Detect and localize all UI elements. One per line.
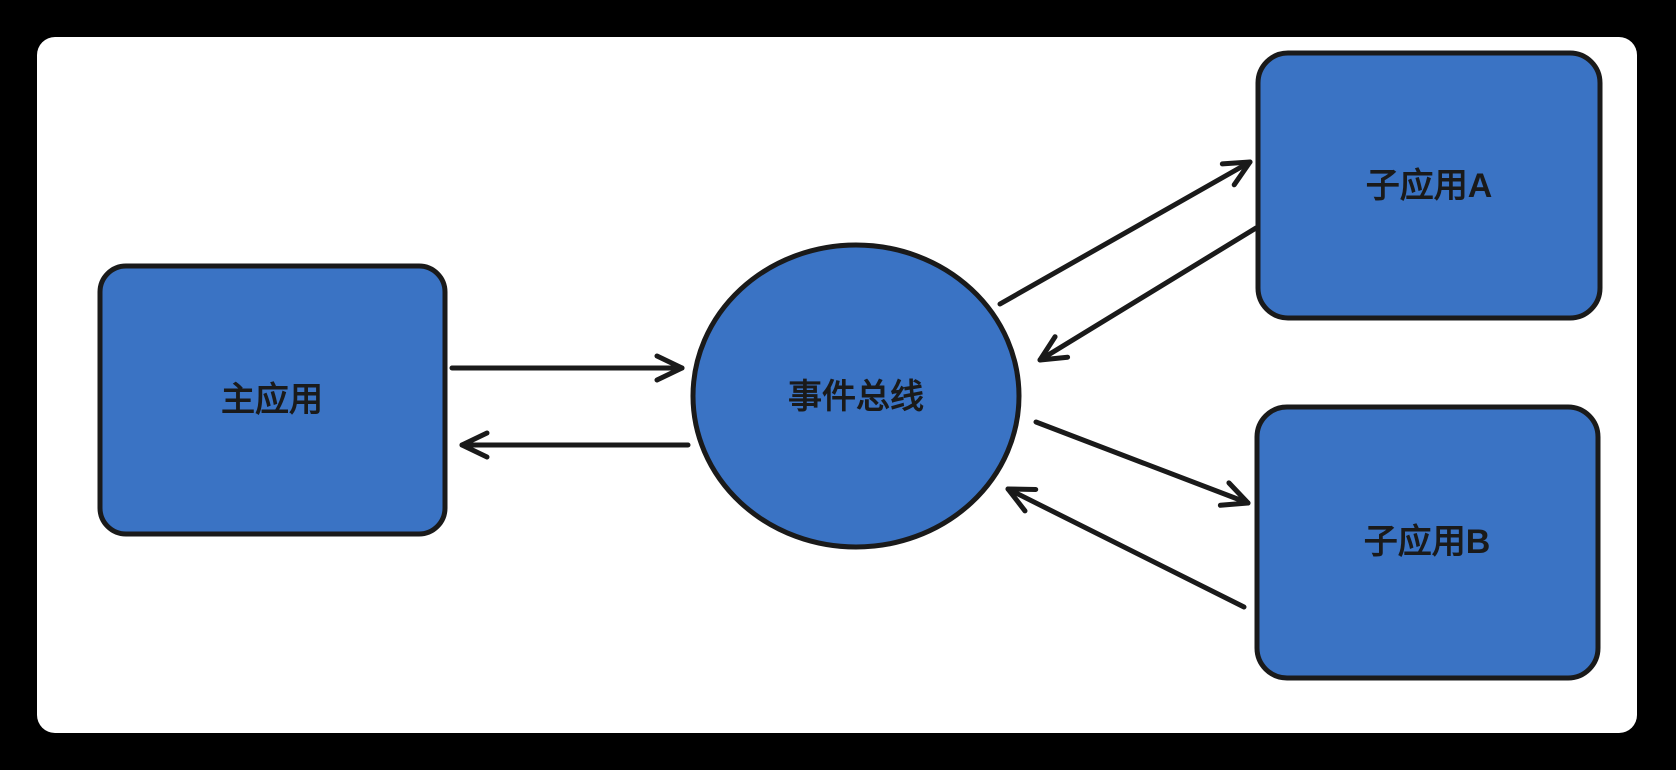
node-main-app: 主应用 [97,263,448,537]
sub-app-a-box [1255,50,1603,321]
sub-app-a-label: 子应用A [1366,167,1493,205]
main-app-label: 主应用 [221,381,323,419]
node-sub-app-a: 子应用A [1255,50,1603,321]
arrow-bus-to-subb [1033,419,1251,508]
sub-app-b-box [1254,404,1601,681]
arrow-suba-to-bus [1037,225,1259,363]
event-bus-circle [690,242,1022,550]
event-bus-label: 事件总线 [788,378,924,416]
main-app-box [97,263,448,537]
arrow-subb-to-bus [1005,486,1247,610]
arrow-bus-to-suba [997,159,1253,307]
node-sub-app-b: 子应用B [1254,404,1601,681]
node-event-bus: 事件总线 [690,242,1022,550]
sub-app-b-label: 子应用B [1364,523,1491,561]
